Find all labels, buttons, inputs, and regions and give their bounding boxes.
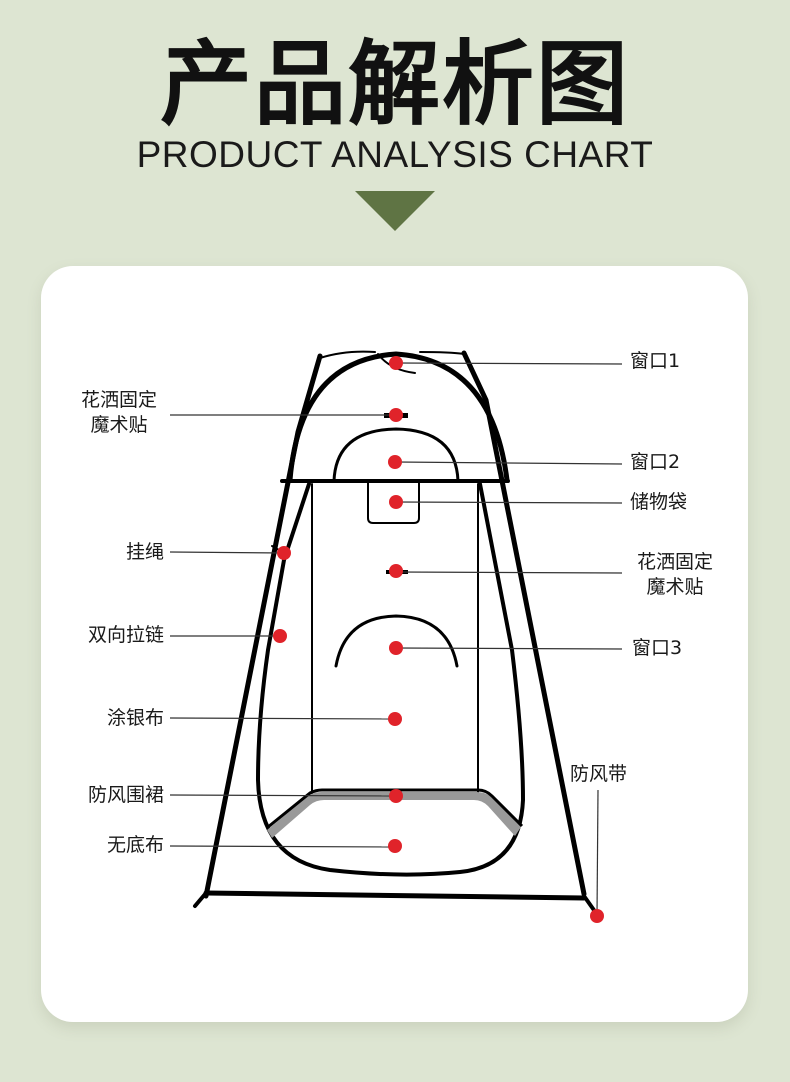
label-line-2: 魔术贴 (646, 576, 704, 598)
label-storage-bag: 储物袋 (630, 491, 688, 513)
label-hanging-rope: 挂绳 (125, 541, 164, 563)
leader-lines (169, 362, 623, 917)
down-arrow-icon (355, 191, 435, 231)
page-title-en: PRODUCT ANALYSIS CHART (136, 134, 654, 175)
tent-outline (193, 350, 598, 915)
marker-no-floor (388, 839, 402, 853)
label-line-1: 花洒固定 (636, 551, 713, 573)
marker-windproof-strap (590, 909, 604, 923)
label-silver-coated-cloth: 涂银布 (106, 707, 164, 729)
marker-window-3 (389, 641, 403, 655)
label-two-way-zipper: 双向拉链 (87, 624, 164, 646)
marker-windproof-skirt (389, 789, 403, 803)
callout-markers (273, 356, 604, 923)
label-line-2: 魔术贴 (90, 414, 148, 436)
label-window-1: 窗口1 (630, 350, 681, 372)
label-line-1: 花洒固定 (80, 389, 157, 411)
marker-hanging-rope (277, 546, 291, 560)
label-no-floor-cloth: 无底布 (106, 834, 164, 856)
label-windproof-skirt: 防风围裙 (87, 784, 164, 806)
marker-window-2 (388, 455, 402, 469)
label-windproof-strap: 防风带 (570, 763, 628, 785)
marker-zipper (273, 629, 287, 643)
marker-storage-bag (389, 495, 403, 509)
marker-window-1 (389, 356, 403, 370)
marker-velcro-top (389, 408, 403, 422)
marker-silver-cloth (388, 712, 402, 726)
label-shower-velcro-left: 花洒固定 魔术贴 (72, 388, 166, 438)
label-window-2: 窗口2 (630, 451, 681, 473)
label-window-3: 窗口3 (632, 637, 683, 659)
page-title-cn: 产品解析图 (159, 31, 630, 138)
marker-velcro-mid (389, 564, 403, 578)
label-shower-velcro-right: 花洒固定 魔术贴 (627, 550, 723, 600)
